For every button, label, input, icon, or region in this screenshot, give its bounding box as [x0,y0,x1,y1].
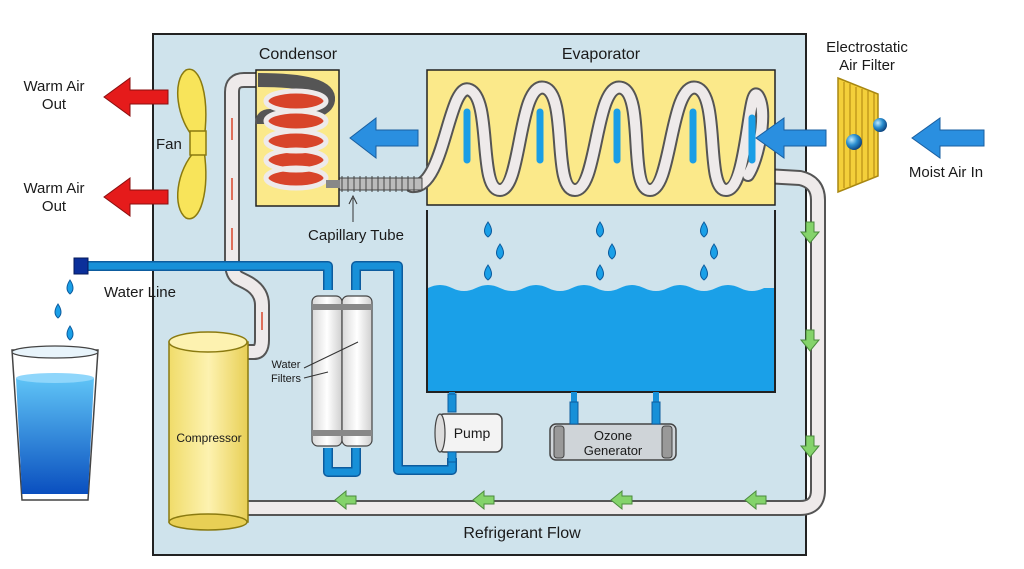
air-flow-arrow-internal [349,116,419,160]
ozone-generator [549,401,677,461]
water-line-nozzle [73,257,89,275]
compressor [168,331,249,531]
electrostatic-filter-label-1: Electrostatic [826,39,908,56]
pump-label: Pump [454,425,491,441]
refrigerant-flow-label: Refrigerant Flow [463,525,581,542]
ozone-generator-label-1: Ozone [594,428,632,443]
warm-air-out-label-1b: Out [42,96,67,113]
electrostatic-filter [837,76,887,194]
warm-air-out-label-2b: Out [42,198,67,215]
pump [434,393,503,463]
dispensing-drops [54,279,74,341]
ozone-generator-label-2: Generator [584,443,643,458]
air-flow-arrow-into-evaporator [755,117,827,159]
water-glass [11,345,99,501]
electrostatic-filter-label-2: Air Filter [839,57,895,74]
compressor-label: Compressor [176,431,241,445]
evaporator-coil [405,80,770,198]
warm-air-out-arrow-2 [103,177,169,217]
water-filters-label-1: Water [272,359,301,371]
water-filters-label-2: Filters [271,373,301,385]
moist-air-in-label: Moist Air In [909,164,983,181]
warm-air-out-label-2a: Warm Air [23,180,84,197]
moist-air-in-arrow [911,117,985,159]
refrigerant-flow-arrows [334,221,821,511]
evaporator-label: Evaporator [562,46,641,63]
capillary-tube [335,176,423,222]
condensor-coil [255,73,340,191]
condensate-drops [484,221,718,281]
warm-air-out-arrow-1 [103,77,169,117]
capillary-tube-label: Capillary Tube [308,227,404,244]
warm-air-out-label-1a: Warm Air [23,78,84,95]
condensor-label: Condensor [259,46,338,63]
water-filters [303,295,373,447]
water-tank [426,210,776,393]
water-line-label: Water Line [104,284,176,301]
refrigerant-loop [224,72,826,516]
water-line-pipes [88,261,659,477]
fan [176,68,207,220]
fan-label: Fan [156,136,182,153]
refrigerant-direction-marks [231,118,263,330]
